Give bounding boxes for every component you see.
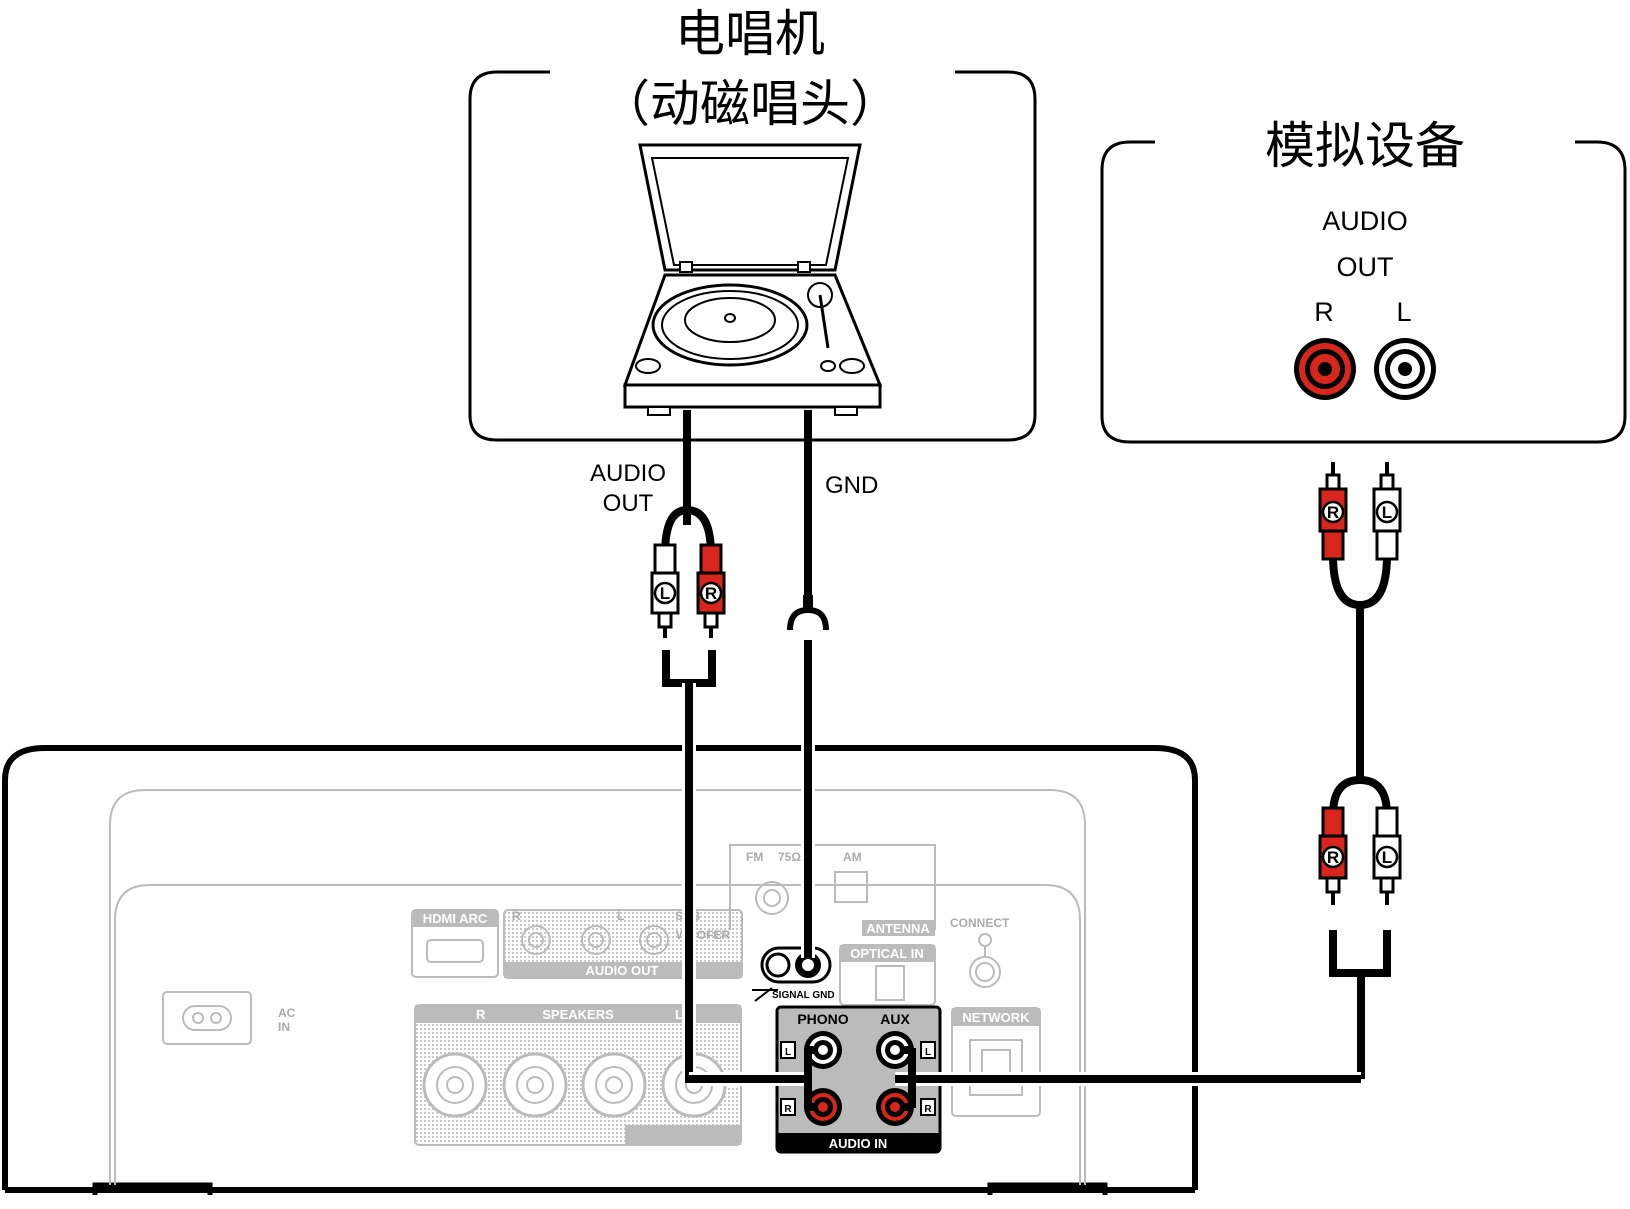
fm-label: FM bbox=[746, 850, 763, 864]
plug-analog-top-r-label: R bbox=[1327, 503, 1339, 522]
plug-turntable-l bbox=[650, 543, 680, 638]
receiver-body bbox=[2, 745, 1198, 1195]
turntable-subtitle: （动磁唱头） bbox=[600, 75, 900, 133]
optical-in-port bbox=[839, 944, 936, 1006]
turntable-audio-cable bbox=[661, 410, 818, 1111]
analog-device-frame bbox=[1100, 140, 1627, 444]
phono-r-badge bbox=[780, 1098, 796, 1116]
network-label: NETWORK bbox=[962, 1010, 1030, 1025]
phono-label: PHONO bbox=[797, 1011, 848, 1027]
phono-r-badge-text: R bbox=[784, 1104, 792, 1115]
turntable-frame bbox=[468, 70, 1037, 442]
ac-in-socket bbox=[162, 991, 252, 1045]
phono-r-jack[interactable] bbox=[804, 1088, 842, 1126]
hdmi-arc-label: HDMI ARC bbox=[423, 911, 488, 926]
optical-in-label: OPTICAL IN bbox=[850, 946, 923, 961]
signal-gnd-terminal bbox=[752, 946, 832, 1002]
hdmi-arc-port bbox=[411, 909, 499, 978]
phono-l-badge-text: L bbox=[785, 1047, 791, 1058]
audio-out-cable-label-2: OUT bbox=[603, 490, 654, 517]
analog-device-title: 模拟设备 bbox=[1265, 117, 1465, 175]
aux-l-jack[interactable] bbox=[876, 1031, 914, 1069]
signal-gnd-label: SIGNAL GND bbox=[772, 990, 835, 1001]
antenna-label: ANTENNA bbox=[866, 921, 930, 936]
analog-r-label: R bbox=[1314, 297, 1334, 327]
analog-audio-cable bbox=[895, 554, 1391, 1111]
analog-out-label: OUT bbox=[1337, 252, 1394, 282]
plug-analog-top-r bbox=[1318, 462, 1348, 561]
turntable-icon bbox=[622, 143, 883, 416]
antenna-block bbox=[729, 844, 936, 936]
plug-analog-bottom-l-label: L bbox=[1382, 848, 1392, 867]
plug-turntable-r bbox=[696, 543, 726, 638]
audio-out-l-label: L bbox=[617, 909, 624, 923]
gnd-cable-label: GND bbox=[825, 472, 878, 499]
analog-l-jack[interactable] bbox=[1374, 338, 1436, 400]
aux-r-jack[interactable] bbox=[876, 1088, 914, 1126]
phono-l-jack[interactable] bbox=[804, 1031, 842, 1069]
aux-r-badge bbox=[920, 1098, 936, 1116]
speakers-label: SPEAKERS bbox=[542, 1007, 614, 1022]
in-label: IN bbox=[278, 1020, 290, 1034]
gnd-cable bbox=[787, 410, 829, 958]
am-label: AM bbox=[843, 850, 862, 864]
analog-r-jack[interactable] bbox=[1294, 338, 1356, 400]
aux-l-badge bbox=[920, 1041, 936, 1059]
plug-analog-bottom-l bbox=[1372, 806, 1402, 905]
turntable-title: 电唱机 bbox=[675, 5, 825, 63]
speakers-block bbox=[414, 1004, 742, 1146]
audio-out-label: AUDIO OUT bbox=[586, 963, 659, 978]
audio-out-r-label: R bbox=[512, 909, 521, 923]
plug-analog-top-l-label: L bbox=[1382, 503, 1392, 522]
aux-l-badge-text: L bbox=[925, 1047, 931, 1058]
aux-label: AUX bbox=[880, 1011, 910, 1027]
network-port bbox=[951, 1007, 1041, 1117]
connect-button bbox=[969, 933, 1001, 988]
ac-label: AC bbox=[278, 1006, 296, 1020]
phono-l-badge bbox=[780, 1041, 796, 1059]
speakers-r-label: R bbox=[476, 1007, 486, 1022]
audio-out-cable-label: AUDIO bbox=[590, 460, 666, 487]
audio-in-label: AUDIO IN bbox=[829, 1136, 888, 1151]
plug-analog-bottom-r-label: R bbox=[1327, 848, 1339, 867]
plug-turntable-l-label: L bbox=[660, 584, 670, 603]
aux-r-badge-text: R bbox=[924, 1104, 932, 1115]
plug-turntable-r-label: R bbox=[705, 584, 717, 603]
plug-analog-top-l bbox=[1372, 462, 1402, 561]
speakers-l-label: L bbox=[675, 1007, 683, 1022]
ohm-label: 75Ω bbox=[778, 850, 801, 864]
analog-l-label: L bbox=[1396, 297, 1411, 327]
plug-analog-bottom-r bbox=[1318, 806, 1348, 905]
connect-label: CONNECT bbox=[950, 916, 1010, 930]
analog-audio-label: AUDIO bbox=[1322, 206, 1408, 236]
